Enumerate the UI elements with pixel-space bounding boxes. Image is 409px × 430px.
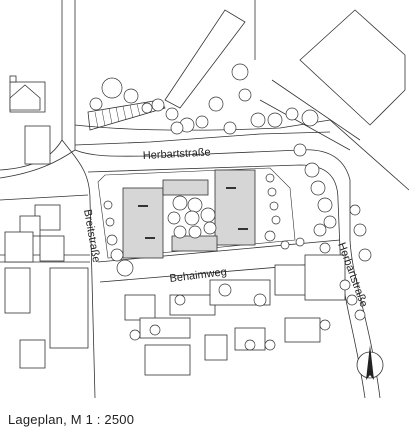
site-plan-map: Herbartstraße Breitstraße Behaimweg Herb…: [0, 0, 409, 398]
plan-caption: Lageplan, M 1 : 2500: [8, 412, 135, 427]
north-arrow-icon: [356, 345, 384, 380]
street-label-herbartstrasse-top: Herbartstraße: [143, 146, 211, 162]
